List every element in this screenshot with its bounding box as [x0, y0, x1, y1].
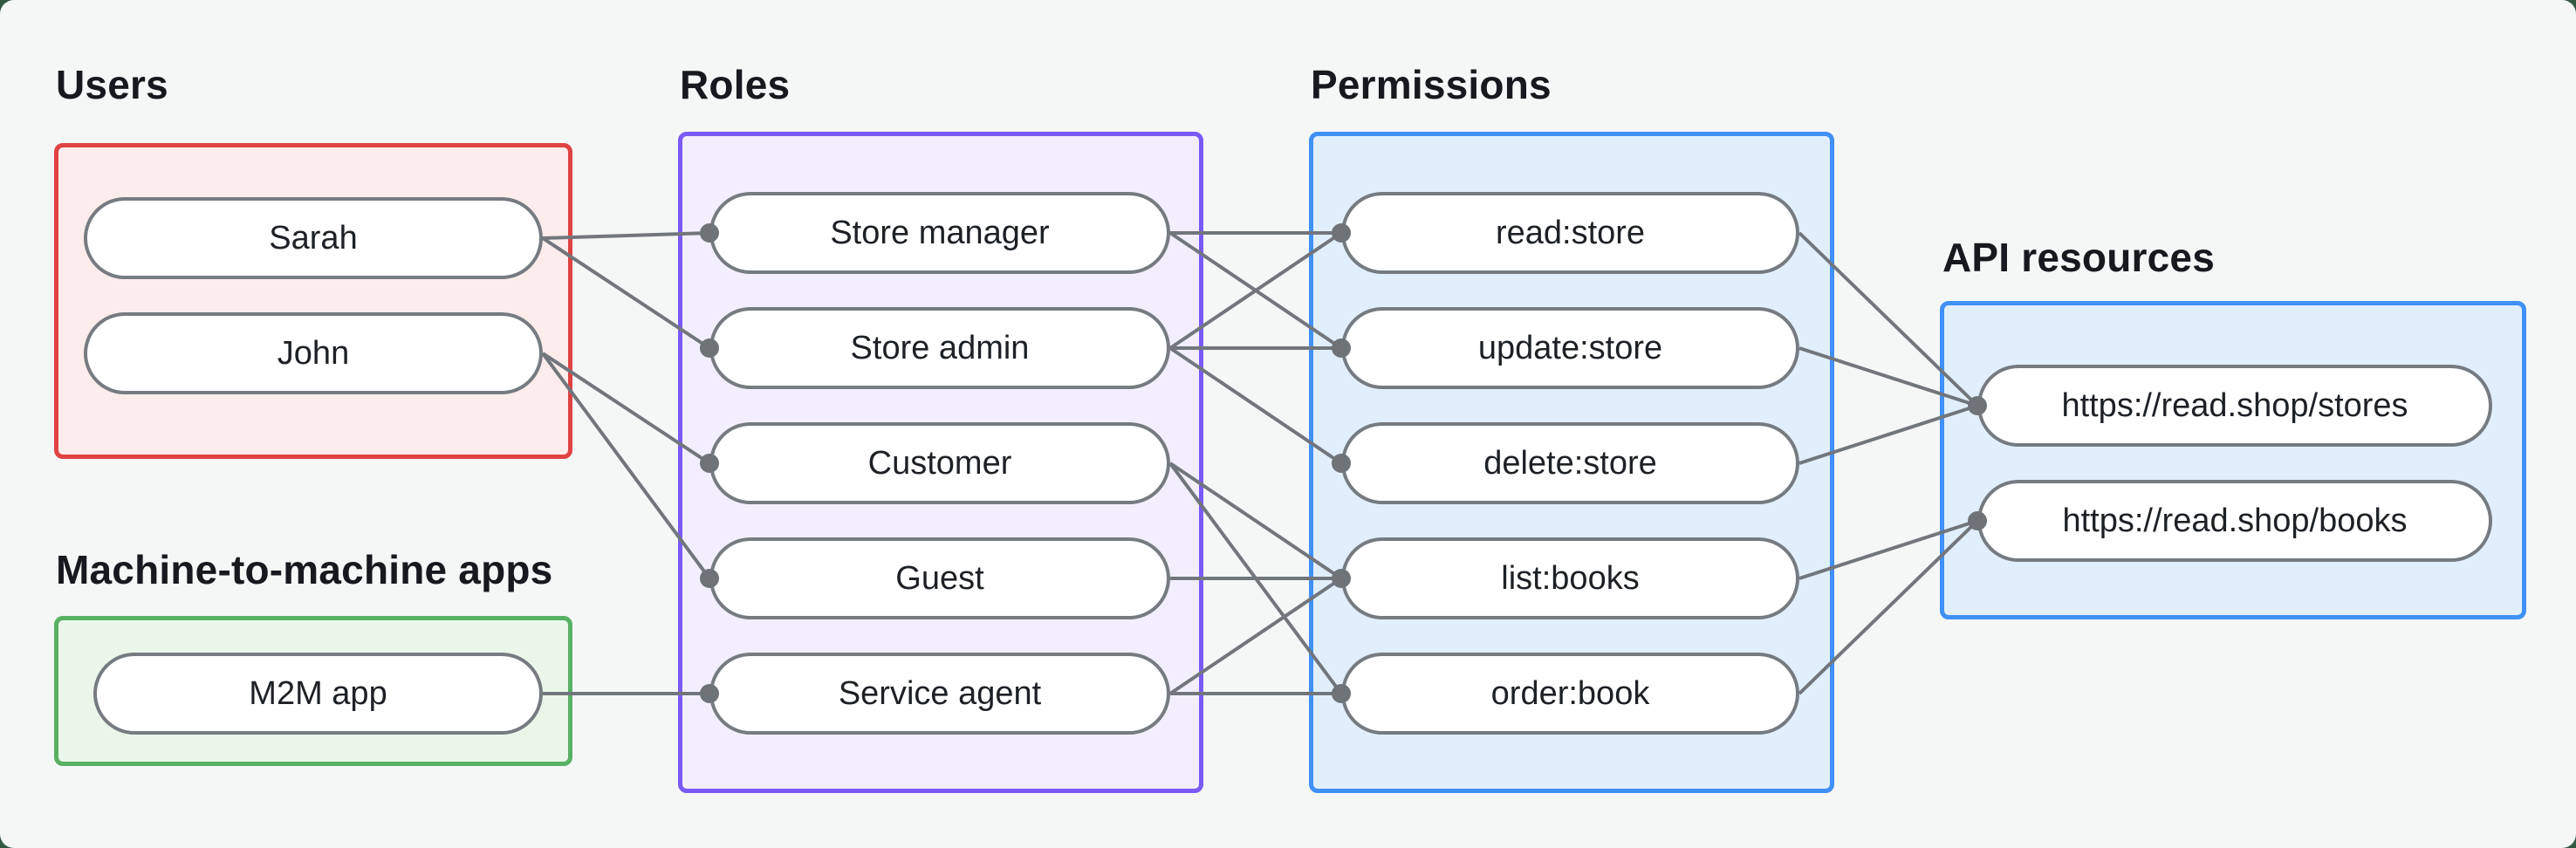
node-store-admin[interactable]: Store admin	[709, 307, 1170, 389]
node-read-store[interactable]: read:store	[1341, 192, 1799, 274]
node-https-read-shop-stores[interactable]: https://read.shop/stores	[1977, 365, 2492, 447]
node-guest[interactable]: Guest	[709, 537, 1170, 619]
users-group-box	[54, 143, 572, 459]
node-order-book[interactable]: order:book	[1341, 653, 1799, 735]
api-resources-group-label: API resources	[1942, 235, 2215, 280]
node-store-manager[interactable]: Store manager	[709, 192, 1170, 274]
node-delete-store[interactable]: delete:store	[1341, 422, 1799, 504]
users-group-label: Users	[56, 62, 168, 107]
m2m-apps-group-label: Machine-to-machine apps	[56, 547, 553, 592]
node-https-read-shop-books[interactable]: https://read.shop/books	[1977, 480, 2492, 562]
node-update-store[interactable]: update:store	[1341, 307, 1799, 389]
api-resources-group-box	[1940, 301, 2526, 619]
node-service-agent[interactable]: Service agent	[709, 653, 1170, 735]
node-customer[interactable]: Customer	[709, 422, 1170, 504]
node-list-books[interactable]: list:books	[1341, 537, 1799, 619]
node-john[interactable]: John	[84, 312, 543, 394]
node-m2m-app[interactable]: M2M app	[93, 653, 543, 735]
node-sarah[interactable]: Sarah	[84, 197, 543, 279]
permissions-group-label: Permissions	[1311, 62, 1552, 107]
roles-group-label: Roles	[680, 62, 791, 107]
